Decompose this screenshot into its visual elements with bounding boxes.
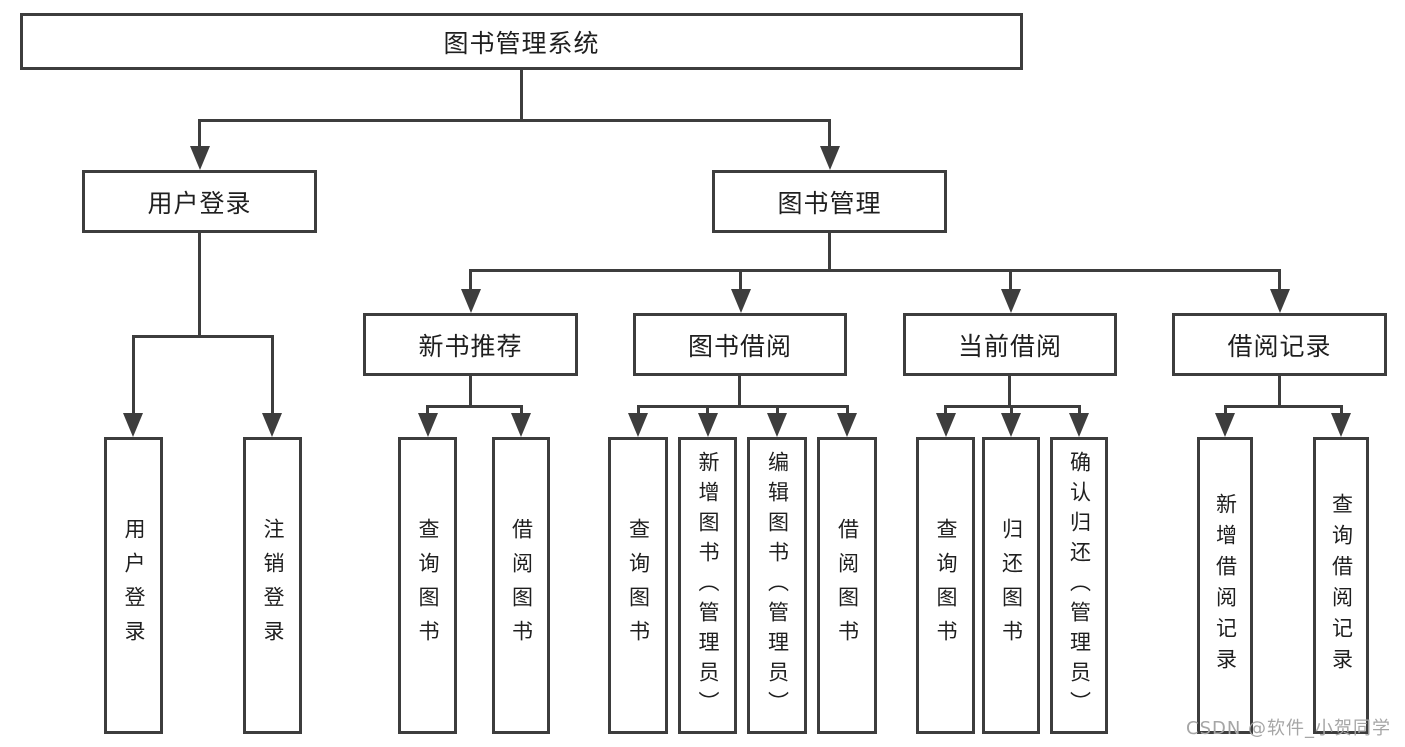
node-book-borrowing: 图书借阅 <box>633 313 847 376</box>
leaf-records-add-record-label: 新增借阅记录 <box>1213 492 1238 679</box>
arrow-down <box>418 413 438 437</box>
node-current-borrowing: 当前借阅 <box>903 313 1117 376</box>
connector-line <box>1340 405 1343 415</box>
leaf-user-login-label: 用户登录 <box>122 517 146 654</box>
leaf-records-query-record-label: 查询借阅记录 <box>1329 492 1354 679</box>
node-library-system-label: 图书管理系统 <box>443 28 600 58</box>
connector-line <box>469 376 472 407</box>
connector-line <box>469 269 1281 272</box>
connector-line <box>944 405 947 415</box>
leaf-borrow-add-books-admin-label: 新增图书（管理员） <box>696 450 720 721</box>
leaf-records-add-record: 新增借阅记录 <box>1197 437 1253 734</box>
connector-line <box>1224 405 1227 415</box>
arrow-down <box>820 146 840 170</box>
leaf-borrow-borrow-books: 借阅图书 <box>817 437 877 734</box>
connector-line <box>637 405 849 408</box>
leaf-logout-label: 注销登录 <box>261 517 285 654</box>
connector-line <box>776 405 779 415</box>
leaf-borrow-edit-books-admin-label: 编辑图书（管理员） <box>765 450 790 721</box>
leaf-borrow-borrow-books-label: 借阅图书 <box>835 517 860 654</box>
connector-line <box>1278 269 1281 291</box>
node-book-management-label: 图书管理 <box>777 188 882 218</box>
arrow-down <box>123 413 143 437</box>
arrow-down <box>1069 413 1089 437</box>
node-new-book-recommend-label: 新书推荐 <box>418 331 523 361</box>
connector-line <box>520 405 523 415</box>
leaf-recommend-query-books-label: 查询图书 <box>416 517 440 654</box>
arrow-down <box>731 289 751 313</box>
connector-line <box>271 335 274 415</box>
leaf-records-query-record: 查询借阅记录 <box>1313 437 1369 734</box>
connector-line <box>706 405 709 415</box>
arrow-down <box>628 413 648 437</box>
connector-line <box>198 233 201 337</box>
connector-line <box>828 119 831 149</box>
arrow-down <box>461 289 481 313</box>
connector-line <box>1278 376 1281 407</box>
leaf-borrow-query-books-label: 查询图书 <box>626 517 651 654</box>
connector-line <box>426 405 429 415</box>
arrow-down <box>936 413 956 437</box>
connector-line <box>198 119 201 149</box>
arrow-down <box>837 413 857 437</box>
connector-line <box>132 335 135 415</box>
arrow-down <box>190 146 210 170</box>
arrow-down <box>767 413 787 437</box>
connector-line <box>738 376 741 407</box>
arrow-down <box>698 413 718 437</box>
leaf-borrow-query-books: 查询图书 <box>608 437 668 734</box>
node-borrowing-records: 借阅记录 <box>1172 313 1387 376</box>
arrow-down <box>1215 413 1235 437</box>
arrow-down <box>1331 413 1351 437</box>
leaf-current-confirm-return-admin: 确认归还（管理员） <box>1050 437 1108 734</box>
connector-line <box>426 405 522 408</box>
connector-line <box>828 233 831 271</box>
connector-line <box>1008 376 1011 407</box>
connector-line <box>1224 405 1343 408</box>
connector-line <box>469 269 472 291</box>
connector-line <box>1010 405 1013 415</box>
connector-line <box>132 335 274 338</box>
arrow-down <box>1001 413 1021 437</box>
node-user-login: 用户登录 <box>82 170 317 233</box>
leaf-user-login: 用户登录 <box>104 437 163 734</box>
node-library-system: 图书管理系统 <box>20 13 1023 70</box>
arrow-down <box>1270 289 1290 313</box>
node-new-book-recommend: 新书推荐 <box>363 313 578 376</box>
leaf-borrow-add-books-admin: 新增图书（管理员） <box>678 437 737 734</box>
connector-line <box>739 269 742 291</box>
node-book-borrowing-label: 图书借阅 <box>687 331 792 361</box>
leaf-recommend-query-books: 查询图书 <box>398 437 457 734</box>
node-borrowing-records-label: 借阅记录 <box>1227 331 1332 361</box>
connector-line <box>1078 405 1081 415</box>
connector-line <box>1009 269 1012 291</box>
leaf-current-query-books-label: 查询图书 <box>934 517 958 654</box>
connector-line <box>637 405 640 415</box>
leaf-recommend-borrow-books: 借阅图书 <box>492 437 550 734</box>
arrow-down <box>511 413 531 437</box>
node-user-login-label: 用户登录 <box>147 188 252 218</box>
arrow-down <box>262 413 282 437</box>
node-book-management: 图书管理 <box>712 170 947 233</box>
leaf-current-query-books: 查询图书 <box>916 437 975 734</box>
leaf-borrow-edit-books-admin: 编辑图书（管理员） <box>747 437 807 734</box>
leaf-current-return-books: 归还图书 <box>982 437 1040 734</box>
connector-line <box>520 70 523 121</box>
connector-line <box>846 405 849 415</box>
arrow-down <box>1001 289 1021 313</box>
node-current-borrowing-label: 当前借阅 <box>957 331 1062 361</box>
watermark: CSDN @软件_小贺同学 <box>1186 718 1392 739</box>
leaf-recommend-borrow-books-label: 借阅图书 <box>509 517 534 654</box>
connector-line <box>198 119 831 122</box>
leaf-current-return-books-label: 归还图书 <box>999 517 1024 654</box>
leaf-logout: 注销登录 <box>243 437 302 734</box>
leaf-current-confirm-return-admin-label: 确认归还（管理员） <box>1067 450 1092 721</box>
